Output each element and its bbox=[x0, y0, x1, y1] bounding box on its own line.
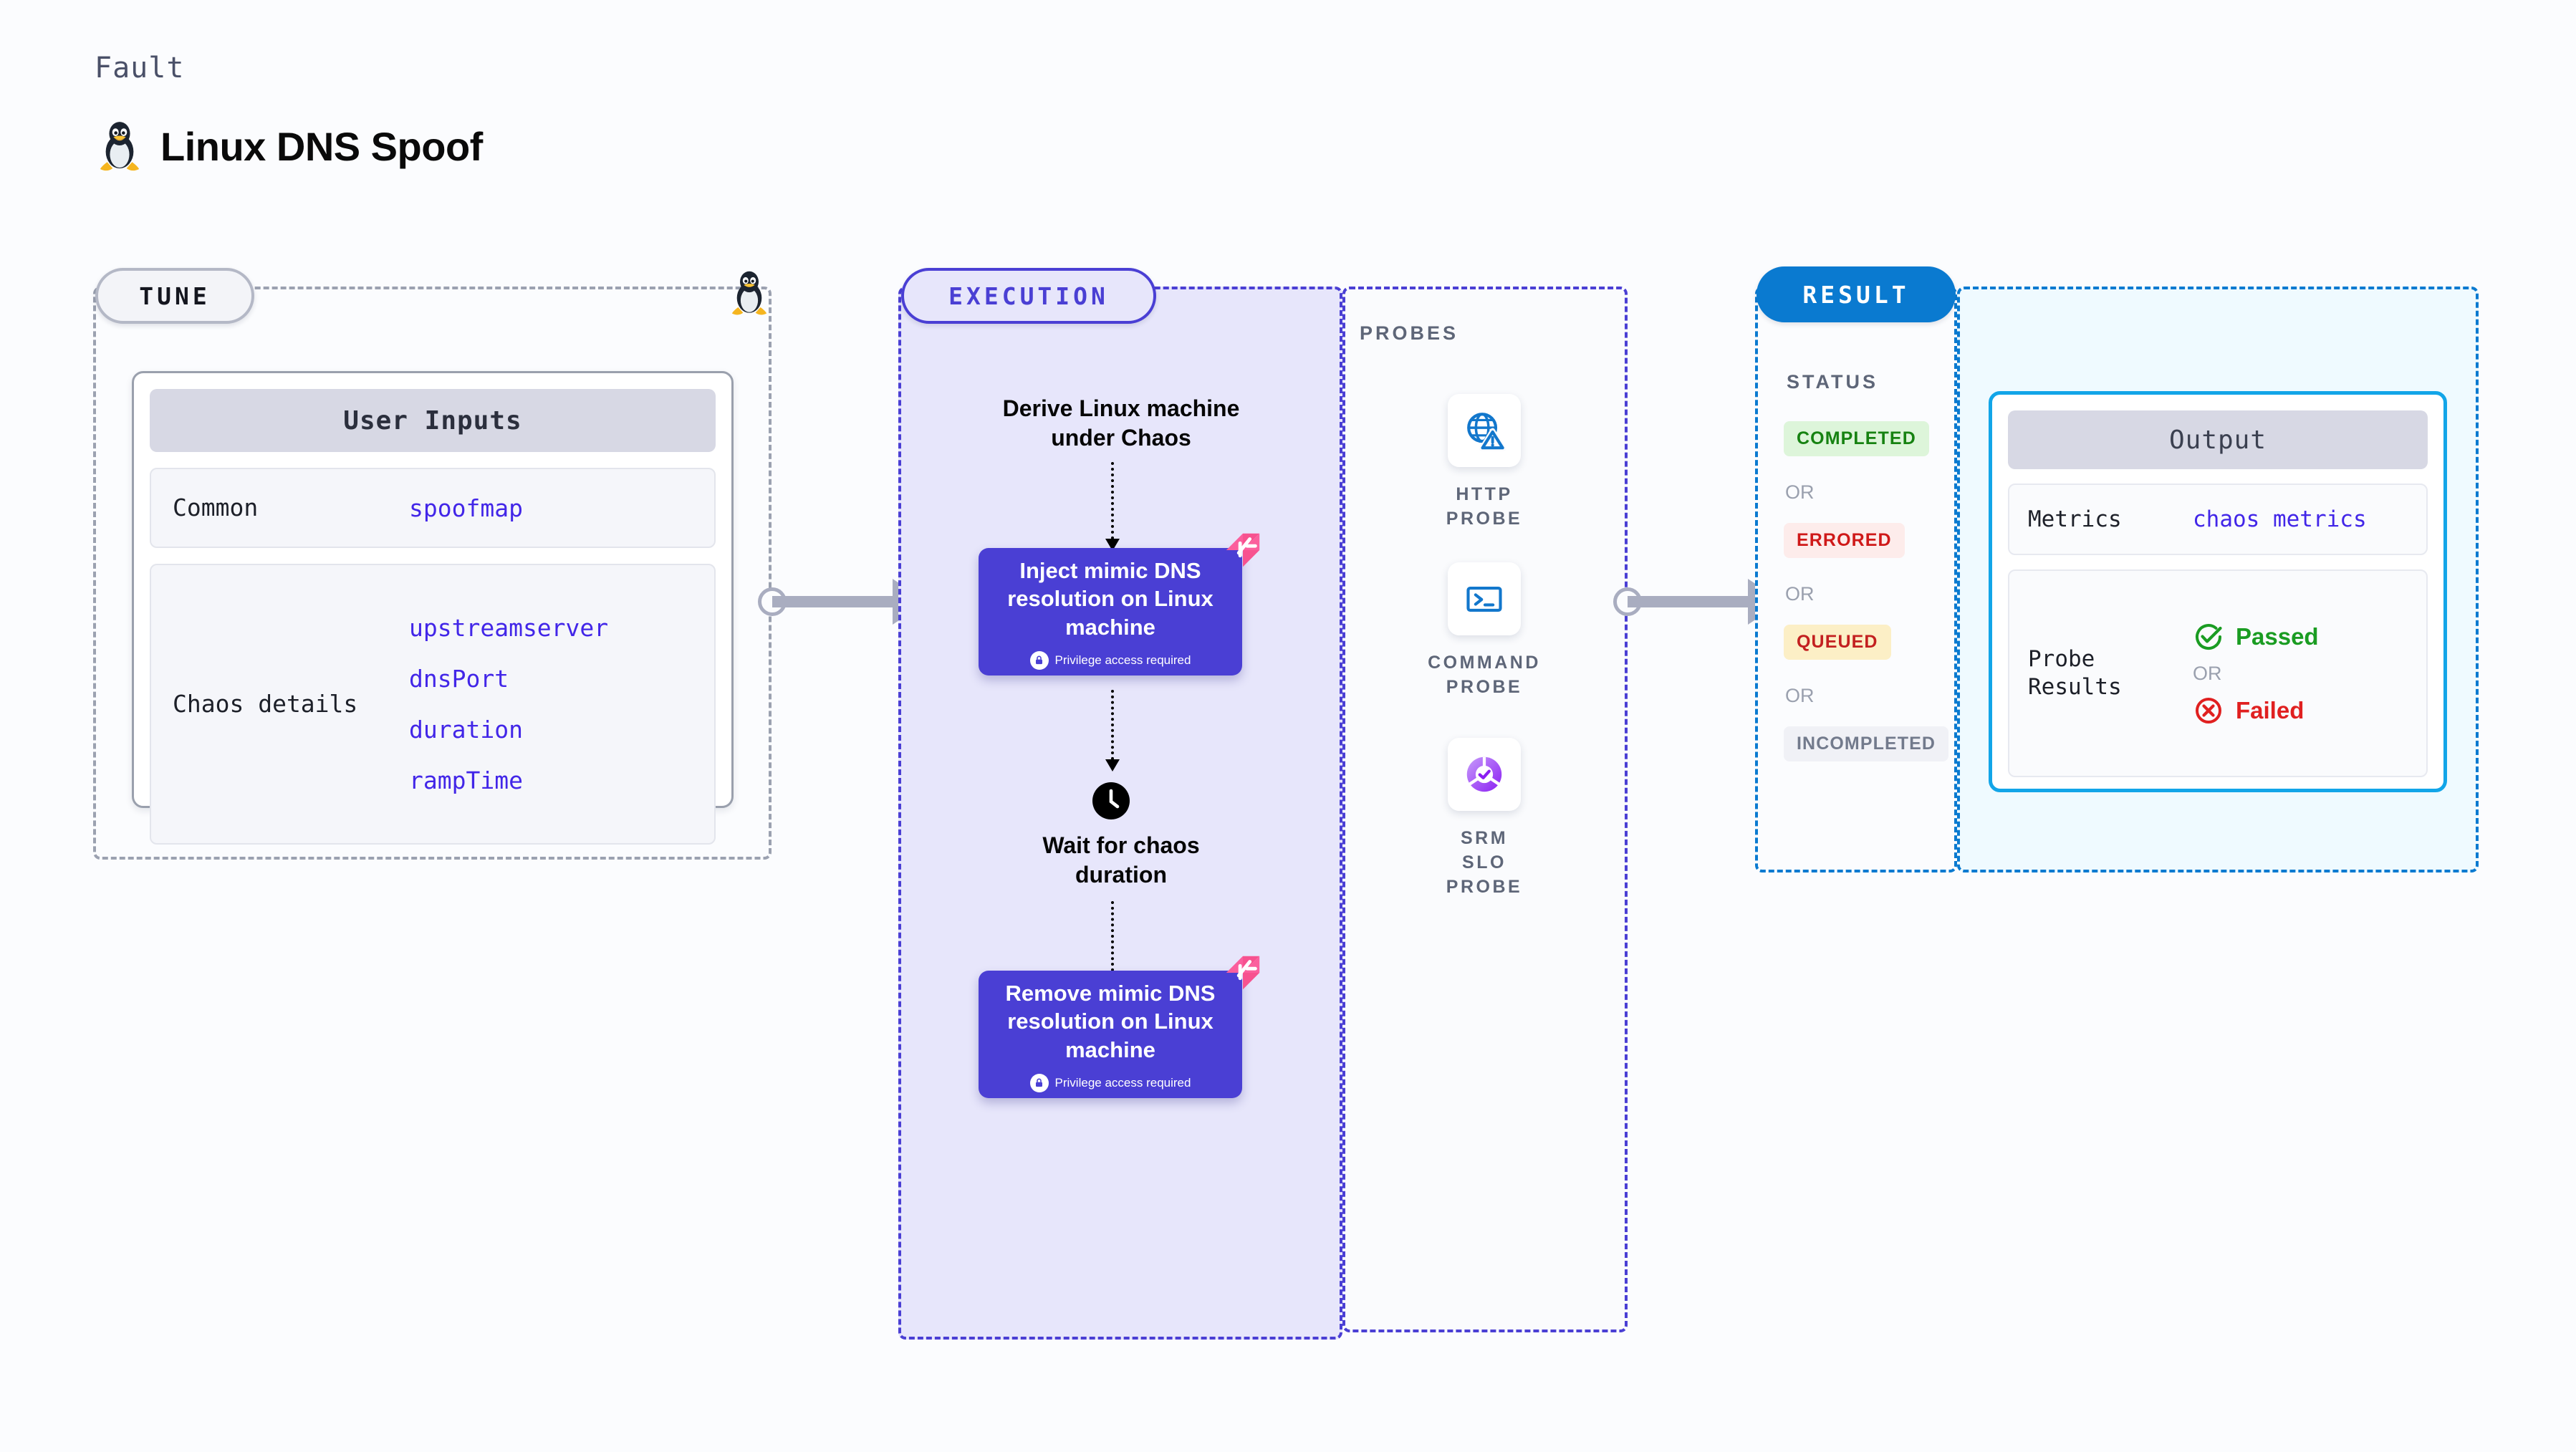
tux-penguin-icon bbox=[100, 122, 140, 171]
output-section-metrics: Metrics chaos metrics bbox=[2008, 484, 2428, 555]
probe-tile bbox=[1448, 738, 1521, 811]
tune-param-dnsport[interactable]: dnsPort bbox=[409, 665, 509, 693]
tune-param-ramptime[interactable]: rampTime bbox=[409, 766, 523, 794]
tune-section-label: Chaos details bbox=[173, 690, 358, 718]
output-metrics-label: Metrics bbox=[2028, 506, 2122, 532]
status-badge-errored: ERRORED bbox=[1784, 523, 1905, 558]
flow-arrow-3 bbox=[1105, 901, 1120, 983]
execution-step-derive: Derive Linux machine under Chaos bbox=[1002, 395, 1240, 451]
globe-warning-icon bbox=[1467, 413, 1506, 451]
probe-http[interactable]: HTTP PROBE bbox=[1446, 394, 1523, 532]
execution-action-inject[interactable]: Inject mimic DNS resolution on Linux mac… bbox=[979, 533, 1260, 675]
tune-section-label: Common bbox=[173, 494, 259, 522]
action-note: Privilege access required bbox=[1029, 1073, 1191, 1092]
output-card: Output Metrics chaos metrics Probe Resul… bbox=[1989, 391, 2447, 792]
execution-pill: EXECUTION bbox=[901, 268, 1156, 324]
tune-pill: TUNE bbox=[95, 268, 254, 324]
status-badge-incompleted: INCOMPLETED bbox=[1784, 726, 1949, 761]
output-title: Output bbox=[2008, 410, 2428, 469]
tune-param-spoofmap[interactable]: spoofmap bbox=[409, 494, 523, 522]
action-note-text: Privilege access required bbox=[1054, 1075, 1191, 1090]
probe-result-or: OR bbox=[2193, 662, 2222, 684]
status-badge-queued: QUEUED bbox=[1784, 625, 1891, 660]
tune-section-values: spoofmap bbox=[409, 494, 523, 522]
probe-tile bbox=[1448, 394, 1521, 467]
result-region bbox=[1755, 287, 1957, 872]
tux-penguin-icon bbox=[731, 271, 767, 315]
probes-caption: PROBES bbox=[1360, 322, 1459, 344]
lock-icon bbox=[1029, 1073, 1049, 1092]
user-inputs-card: User Inputs Common spoofmap Chaos detail… bbox=[132, 371, 734, 845]
clock-icon bbox=[1092, 782, 1130, 819]
output-metrics-value[interactable]: chaos metrics bbox=[2193, 506, 2367, 532]
tune-param-upstreamserver[interactable]: upstreamserver bbox=[409, 614, 609, 642]
status-caption: STATUS bbox=[1787, 371, 1878, 393]
output-section-probe-results: Probe Results Passed OR Failed bbox=[2008, 569, 2428, 777]
connector-shaft bbox=[772, 596, 908, 607]
chaos-flag-icon bbox=[1226, 533, 1260, 567]
probe-result-passed-label: Passed bbox=[2236, 622, 2319, 650]
action-note-text: Privilege access required bbox=[1054, 653, 1191, 667]
execution-step-wait: Wait for chaos duration bbox=[1042, 832, 1200, 888]
output-probe-results-label: Probe Results bbox=[2028, 646, 2122, 700]
action-title: Inject mimic DNS resolution on Linux mac… bbox=[1007, 558, 1213, 640]
probe-srm-slo[interactable]: SRM SLO PROBE bbox=[1446, 738, 1523, 899]
probe-label: SRM SLO PROBE bbox=[1446, 828, 1523, 897]
terminal-icon bbox=[1466, 586, 1502, 612]
flow-arrow-1 bbox=[1105, 462, 1120, 551]
result-pill: RESULT bbox=[1756, 266, 1956, 322]
probe-result-failed: Failed bbox=[2193, 695, 2319, 726]
status-or-2: OR bbox=[1785, 583, 1815, 605]
probe-tile bbox=[1448, 562, 1521, 635]
page-title-row: Linux DNS Spoof bbox=[97, 120, 483, 172]
tune-param-duration[interactable]: duration bbox=[409, 716, 523, 744]
x-circle-icon bbox=[2196, 697, 2221, 723]
probe-command[interactable]: COMMAND PROBE bbox=[1428, 562, 1538, 700]
status-or-3: OR bbox=[1785, 685, 1815, 706]
status-badge-completed: COMPLETED bbox=[1784, 421, 1929, 456]
flow-arrow-2 bbox=[1105, 690, 1120, 771]
check-circle-icon bbox=[2196, 623, 2222, 650]
probe-label: COMMAND PROBE bbox=[1428, 653, 1541, 697]
slo-donut-check-icon bbox=[1466, 756, 1502, 792]
action-note: Privilege access required bbox=[1029, 650, 1191, 670]
execution-action-remove[interactable]: Remove mimic DNS resolution on Linux mac… bbox=[979, 956, 1260, 1098]
page-eyebrow: Fault bbox=[95, 52, 185, 85]
probe-label: HTTP PROBE bbox=[1446, 484, 1523, 529]
probe-result-values: Passed OR Failed bbox=[2193, 621, 2319, 726]
tune-section-chaos-details: Chaos details upstreamserver dnsPort dur… bbox=[150, 564, 716, 845]
chaos-flag-icon bbox=[1226, 956, 1260, 990]
probe-result-passed: Passed bbox=[2193, 621, 2319, 653]
tune-section-values: upstreamserver dnsPort duration rampTime bbox=[409, 614, 608, 794]
connector-shaft bbox=[1628, 596, 1764, 607]
probe-result-failed-label: Failed bbox=[2236, 696, 2305, 723]
page-title: Linux DNS Spoof bbox=[160, 123, 483, 169]
action-title: Remove mimic DNS resolution on Linux mac… bbox=[1005, 981, 1216, 1062]
status-or-1: OR bbox=[1785, 481, 1815, 503]
lock-icon bbox=[1029, 650, 1049, 670]
user-inputs-title: User Inputs bbox=[150, 389, 716, 452]
tune-section-common: Common spoofmap bbox=[150, 468, 716, 548]
